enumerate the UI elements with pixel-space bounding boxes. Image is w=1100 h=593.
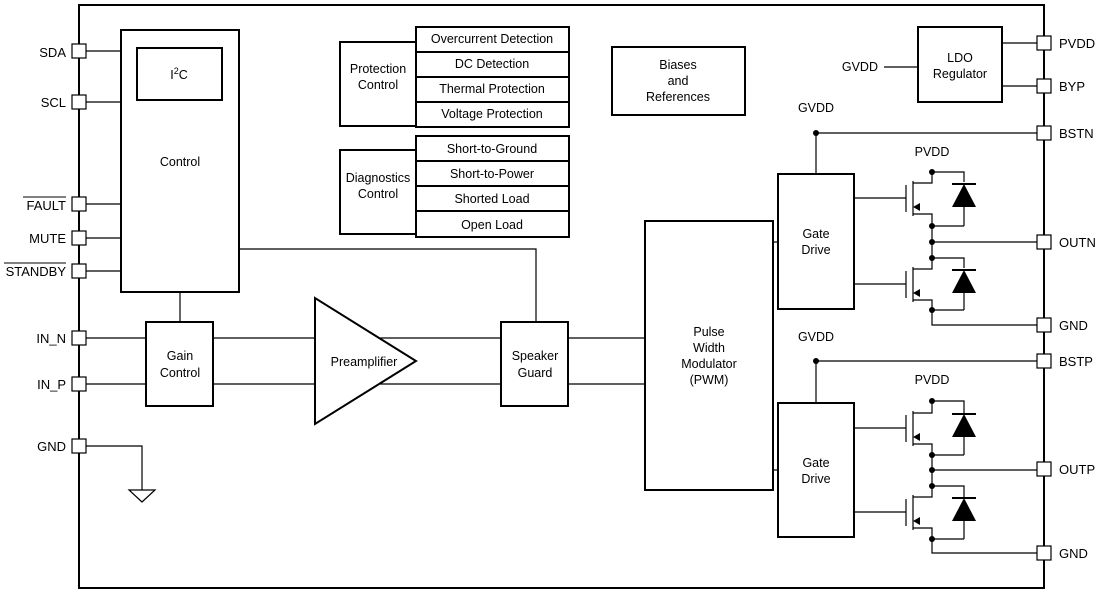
pin-bstp: BSTP [1036,353,1093,369]
biases-references-block [611,46,746,116]
dc-detection-label: DC Detection [455,57,529,71]
pin-pvdd: PVDD [1036,35,1095,51]
preamplifier-label: Preamplifier [331,355,398,369]
pin-bstp-label: BSTP [1059,354,1093,369]
pin-sda-label: SDA [39,45,66,60]
pin-in-p: IN_P [37,376,87,392]
low-side-mosfet-top-icon [854,258,933,310]
pin-gnd-right-top: GND [1036,317,1088,333]
pin-bstn: BSTN [1036,125,1094,141]
high-side-mosfet-bottom-icon [854,401,933,455]
gate-drive-top-block [777,173,855,310]
pwm-label-3: Modulator [681,357,737,371]
ldo-label-2: Regulator [933,67,987,81]
preamplifier-block [314,296,418,426]
pin-pvdd-label: PVDD [1059,36,1095,51]
pin-fault-label: FAULT [27,198,67,213]
gain-control-label-2: Control [160,366,200,380]
pwm-block [644,220,774,491]
short-to-power-label: Short-to-Power [450,167,534,181]
low-side-mosfet-bottom-icon [854,486,933,539]
pin-scl-label: SCL [41,95,66,110]
i2c-label: I2C [170,66,188,82]
pin-outp: OUTP [1036,461,1095,477]
pin-in-n: IN_N [36,330,87,346]
pin-byp: BYP [1036,78,1085,94]
pvdd-bottom-label: PVDD [915,373,950,387]
gvdd-bottom-label: GVDD [798,330,834,344]
pin-bstn-label: BSTN [1059,126,1094,141]
biases-label-1: Biases [659,58,697,72]
pin-in-p-label: IN_P [37,377,66,392]
diode-top-low-icon [952,270,976,293]
pin-mute: MUTE [29,230,87,246]
diode-bottom-low-icon [952,498,976,521]
pin-standby: STANDBY [4,262,87,279]
diagnostics-control-label-2: Control [358,187,398,201]
pwm-label-1: Pulse [693,325,724,339]
speaker-guard-label-1: Speaker [512,349,559,363]
speaker-guard-label-2: Guard [518,366,553,380]
gate-drive-bottom-label-2: Drive [801,472,830,486]
protection-control-block [339,41,417,127]
speaker-guard-block [500,321,569,407]
gvdd-top-label: GVDD [798,101,834,115]
pvdd-top-label: PVDD [915,145,950,159]
gate-drive-top-label-1: Gate [802,227,829,241]
protection-items: Overcurrent Detection DC Detection Therm… [415,26,570,128]
diode-bottom-high-icon [952,414,976,437]
gate-drive-top-label-2: Drive [801,243,830,257]
pin-mute-label: MUTE [29,231,66,246]
high-side-mosfet-top-icon [854,172,933,226]
biases-label-3: References [646,90,710,104]
open-load-label: Open Load [461,218,523,232]
ldo-regulator-block [917,26,1003,103]
pwm-label-2: Width [693,341,725,355]
i2c-block [136,47,223,101]
overcurrent-detection-label: Overcurrent Detection [431,32,553,46]
ground-symbol-icon [127,489,157,503]
pin-gnd-right-top-label: GND [1059,318,1088,333]
pin-standby-label: STANDBY [6,264,67,279]
control-label: Control [160,155,200,169]
voltage-protection-label: Voltage Protection [441,107,543,121]
diagnostics-items: Short-to-Ground Short-to-Power Shorted L… [415,135,570,238]
gate-drive-bottom-label-1: Gate [802,456,829,470]
short-to-ground-label: Short-to-Ground [447,142,537,156]
thermal-protection-label: Thermal Protection [439,82,545,96]
pin-outn-label: OUTN [1059,235,1096,250]
gate-drive-bottom-block [777,402,855,538]
ldo-label-1: LDO [947,51,973,65]
pin-outp-label: OUTP [1059,462,1095,477]
pin-gnd-left: GND [37,438,87,454]
pin-scl: SCL [41,94,87,110]
gain-control-label-1: Gain [167,349,193,363]
diode-top-high-icon [952,184,976,207]
pin-gnd-right-bottom-label: GND [1059,546,1088,561]
gvdd-ldo-label: GVDD [842,60,878,74]
pin-sda: SDA [39,43,87,60]
pin-in-n-label: IN_N [36,331,66,346]
diagnostics-control-label-1: Diagnostics [346,171,411,185]
pin-gnd-left-label: GND [37,439,66,454]
shorted-load-label: Shorted Load [454,192,529,206]
pin-gnd-right-bottom: GND [1036,545,1088,561]
pin-outn: OUTN [1036,234,1096,250]
pin-fault: FAULT [23,196,87,213]
protection-control-label-2: Control [358,78,398,92]
pwm-label-4: (PWM) [690,373,729,387]
biases-label-2: and [668,74,689,88]
pin-byp-label: BYP [1059,79,1085,94]
gain-control-block [145,321,214,407]
protection-control-label-1: Protection [350,62,406,76]
